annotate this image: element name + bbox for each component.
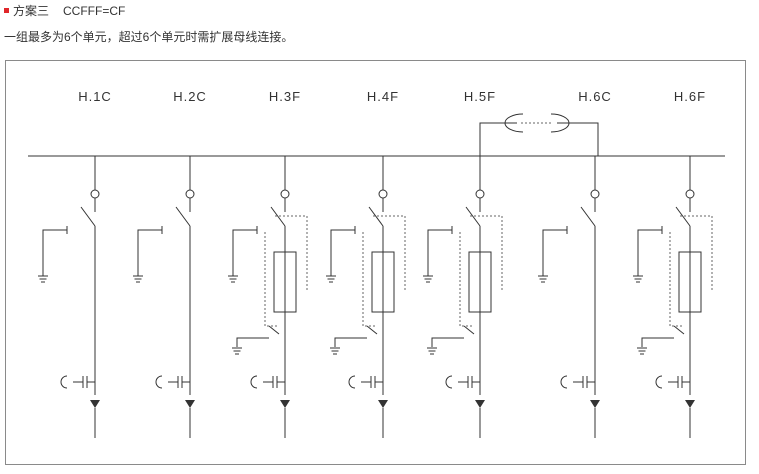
unit-h3f: H.3F [228, 89, 308, 438]
scheme-code: CCFFF=CF [63, 4, 126, 18]
cable-arrow-icon [685, 400, 695, 408]
diagram-frame [5, 60, 746, 465]
ground-icon [423, 275, 433, 283]
ground-icon [637, 347, 647, 355]
switch-blade-icon [675, 206, 691, 227]
lower-earth-arm [334, 337, 367, 347]
fuse-trip-linkage [275, 215, 308, 290]
fuse-link-rod [459, 232, 474, 327]
voltage-indicator-icon [655, 375, 663, 389]
voltage-indicator-icon [250, 375, 258, 389]
unit-h5f: H.5F [423, 89, 503, 438]
cable-arrow-icon [590, 400, 600, 408]
bus-coupler-left-lead [479, 122, 517, 156]
switch-blade-icon [465, 206, 481, 227]
bus-coupler-arc-right [550, 113, 570, 133]
earth-switch-arm [330, 229, 355, 276]
unit-label: H.2C [173, 89, 207, 104]
ground-icon [133, 275, 143, 283]
cable-arrow-icon [90, 400, 100, 408]
cable-arrow-icon [475, 400, 485, 408]
cable-arrow-icon [185, 400, 195, 408]
ground-icon [326, 275, 336, 283]
unit-label: H.1C [78, 89, 112, 104]
lower-earth-blade [268, 325, 280, 335]
contact-circle-icon [378, 189, 388, 199]
unit-label: H.3F [269, 89, 301, 104]
voltage-indicator-icon [60, 375, 68, 389]
contact-circle-icon [475, 189, 485, 199]
contact-circle-icon [90, 189, 100, 199]
contact-circle-icon [185, 189, 195, 199]
lower-earth-arm [236, 337, 269, 347]
switch-blade-icon [368, 206, 384, 227]
unit-label: H.5F [464, 89, 496, 104]
voltage-indicator-icon [348, 375, 356, 389]
bus-coupler-right-lead [557, 122, 599, 156]
bus-coupler-arc-left [504, 113, 524, 133]
contact-circle-icon [590, 189, 600, 199]
ground-icon [228, 275, 238, 283]
unit-label: H.6F [674, 89, 706, 104]
voltage-indicator-icon [155, 375, 163, 389]
fuse-trip-linkage [680, 215, 713, 290]
unit-h2c: H.2C [133, 89, 207, 438]
contact-circle-icon [685, 189, 695, 199]
unit-h6f: H.6F [633, 89, 713, 438]
scheme-description: 一组最多为6个单元，超过6个单元时需扩展母线连接。 [4, 30, 294, 44]
contact-circle-icon [280, 189, 290, 199]
fuse-link-rod [264, 232, 279, 327]
ground-icon [427, 347, 437, 355]
lower-earth-blade [463, 325, 475, 335]
switch-blade-icon [80, 206, 96, 227]
ground-icon [38, 275, 48, 283]
voltage-indicator-icon [560, 375, 568, 389]
ground-icon [232, 347, 242, 355]
earth-switch-arm [42, 229, 67, 276]
bus-coupler [479, 113, 599, 156]
unit-label: H.6C [578, 89, 612, 104]
unit-label: H.4F [367, 89, 399, 104]
lower-earth-arm [641, 337, 674, 347]
cable-arrow-icon [378, 400, 388, 408]
switch-blade-icon [175, 206, 191, 227]
lower-earth-blade [673, 325, 685, 335]
fuse-trip-linkage [373, 215, 406, 290]
unit-h1c: H.1C [38, 89, 112, 438]
ground-icon [538, 275, 548, 283]
earth-switch-arm [542, 229, 567, 276]
switch-blade-icon [270, 206, 286, 227]
earth-switch-arm [232, 229, 257, 276]
lower-earth-blade [366, 325, 378, 335]
voltage-indicator-icon [445, 375, 453, 389]
cable-arrow-icon [280, 400, 290, 408]
fuse-link-rod [362, 232, 377, 327]
lower-earth-arm [431, 337, 464, 347]
scheme-heading: 方案三 CCFFF=CF [4, 3, 125, 19]
earth-switch-arm [637, 229, 662, 276]
switch-blade-icon [580, 206, 596, 227]
unit-h6c: H.6C [538, 89, 612, 438]
ground-icon [633, 275, 643, 283]
fuse-link-rod [669, 232, 684, 327]
earth-switch-arm [427, 229, 452, 276]
red-square-bullet-icon [4, 8, 9, 13]
scheme-title: 方案三 [13, 4, 50, 18]
fuse-trip-linkage [470, 215, 503, 290]
ground-icon [330, 347, 340, 355]
unit-h4f: H.4F [326, 89, 406, 438]
earth-switch-arm [137, 229, 162, 276]
